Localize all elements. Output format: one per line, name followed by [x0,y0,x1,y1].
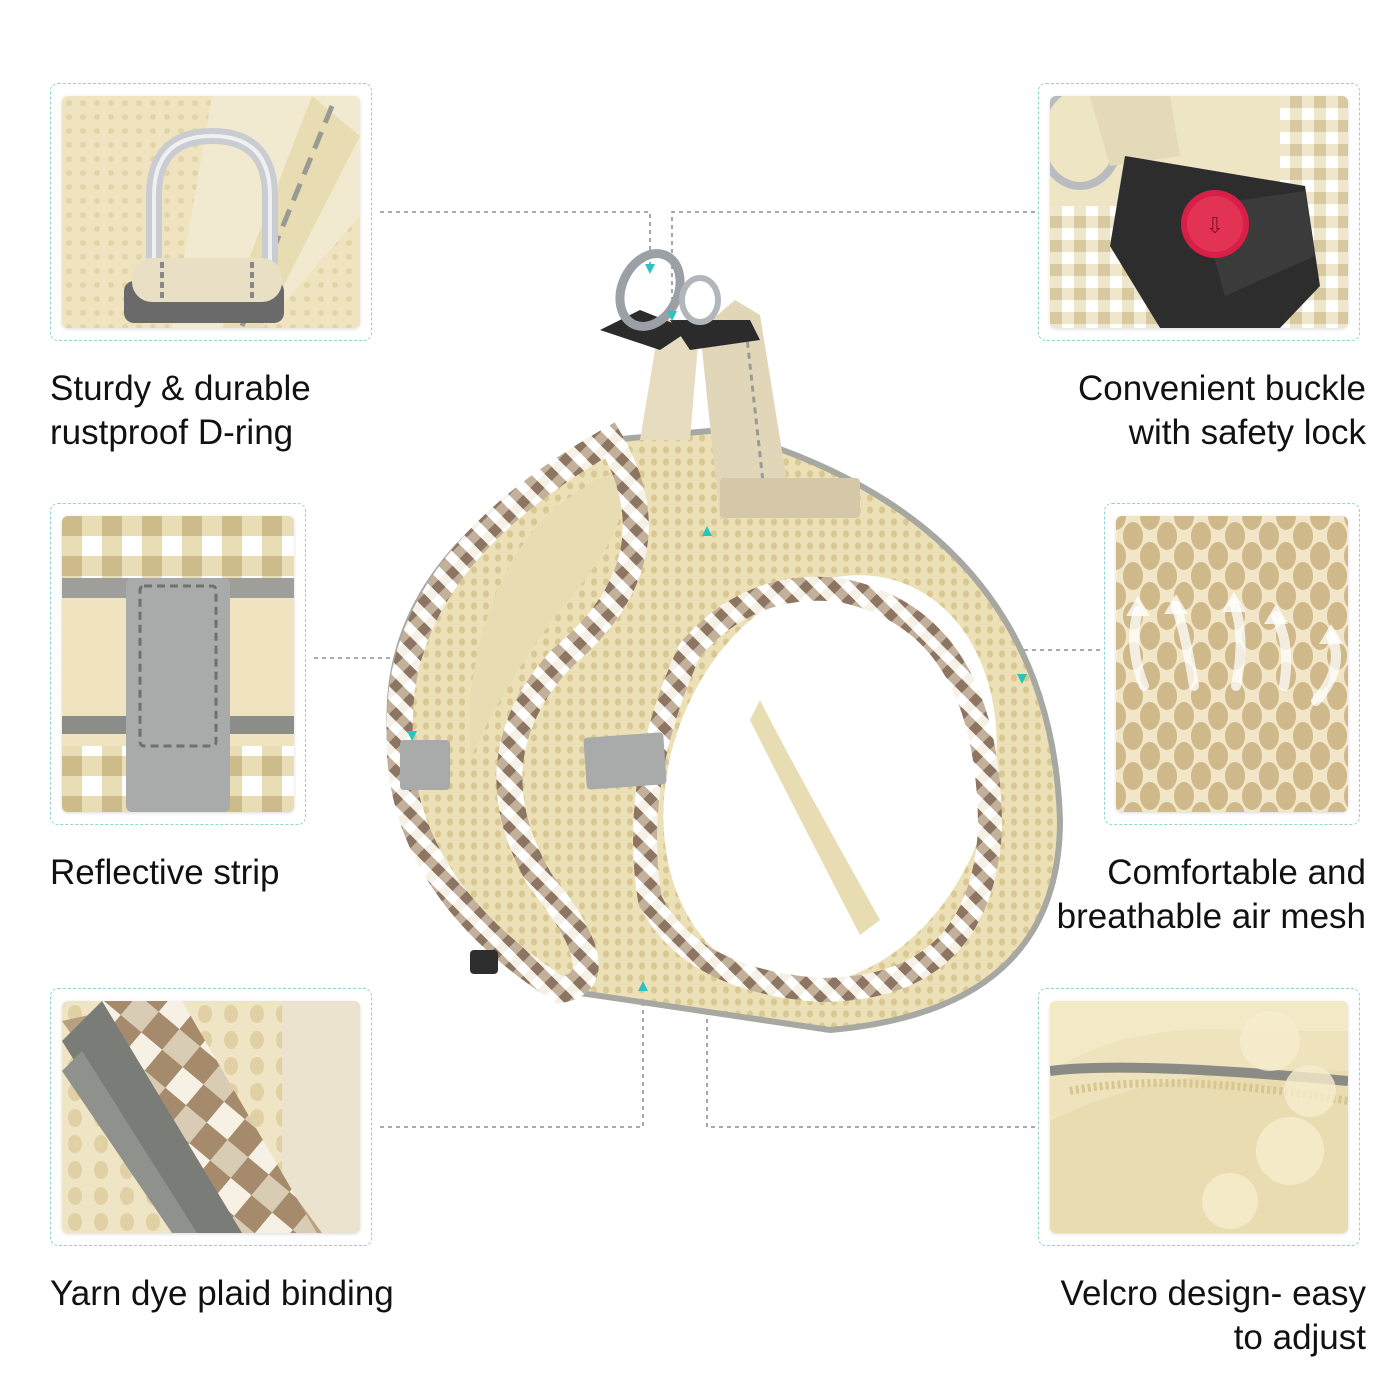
buckle-frame [1038,83,1360,341]
velcro-caption: Velcro design- easy to adjust [1061,1272,1366,1360]
binding-caption: Yarn dye plaid binding [50,1272,394,1316]
reflective-caption: Reflective strip [50,851,280,895]
reflective-photo [62,516,294,812]
binding-photo [62,1001,360,1233]
mesh-photo [1116,516,1348,812]
velcro-icon [1050,1001,1348,1233]
velcro-caption-line2: to adjust [1233,1318,1366,1357]
velcro-caption-line1: Velcro design- easy [1060,1274,1366,1313]
reflective-strip-icon [62,516,294,812]
buckle-caption-line1: Convenient buckle [1078,369,1366,408]
reflective-caption-line1: Reflective strip [50,853,280,892]
mesh-caption-line2: breathable air mesh [1056,897,1366,936]
d-ring-icon [62,96,360,328]
leader-lines [314,211,1100,1128]
air-mesh-icon [1116,516,1348,812]
binding-frame [50,988,372,1246]
velcro-photo [1050,1001,1348,1233]
d-ring-caption: Sturdy & durable rustproof D-ring [50,367,311,455]
buckle-icon: ⇩ [1050,96,1348,328]
buckle-photo: ⇩ [1050,96,1348,328]
mesh-frame [1104,503,1360,825]
d-ring-photo [62,96,360,328]
svg-text:⇩: ⇩ [1206,214,1224,239]
buckle-caption: Convenient buckle with safety lock [1078,367,1366,455]
binding-caption-line1: Yarn dye plaid binding [50,1274,394,1313]
mesh-caption: Comfortable and breathable air mesh [1057,851,1366,939]
buckle-caption-line2: with safety lock [1128,413,1366,452]
mesh-caption-line1: Comfortable and [1107,853,1366,892]
d-ring-caption-line2: rustproof D-ring [50,413,294,452]
plaid-binding-icon [62,1001,360,1233]
d-ring-frame [50,83,372,341]
velcro-frame [1038,988,1360,1246]
reflective-frame [50,503,306,825]
pointer-arrows [407,264,1027,991]
d-ring-caption-line1: Sturdy & durable [50,369,311,408]
